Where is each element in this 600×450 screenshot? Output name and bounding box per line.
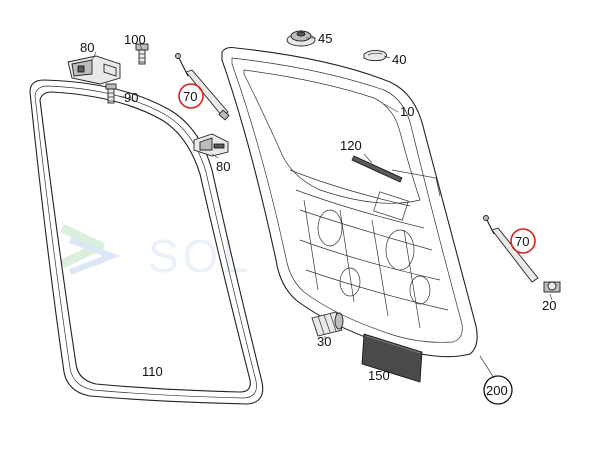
part-150-pad (361, 333, 423, 383)
callout-30: 30 (317, 334, 331, 349)
callout-label: 110 (142, 364, 163, 379)
callout-label: 80 (80, 40, 94, 55)
part-80-latch-bracket (193, 133, 229, 157)
callout-label: 90 (124, 90, 138, 105)
callout-label: 45 (318, 31, 332, 46)
part-40-plug (363, 49, 387, 62)
callout-90: 90 (124, 90, 138, 105)
callout-70-right: 70 (510, 228, 536, 254)
callout-label: 120 (340, 138, 362, 153)
callout-label: 100 (124, 32, 146, 47)
part-10-tailgate (221, 46, 478, 358)
watermark-chevron-icon (68, 237, 121, 275)
callout-label: 20 (542, 298, 556, 313)
callout-110: 110 (142, 364, 163, 379)
part-45-grommet (286, 30, 316, 47)
callout-label: 10 (400, 104, 414, 119)
callout-80-top: 80 (80, 40, 94, 55)
callout-150: 150 (368, 368, 390, 383)
part-80-hinge-bracket (67, 55, 121, 85)
callout-70-left: 70 (178, 83, 204, 109)
red-highlight-circle (510, 228, 536, 254)
red-highlight-circle (178, 83, 204, 109)
callout-label: 70 (183, 89, 197, 104)
callout-10: 10 (400, 104, 414, 119)
callout-200: 200 (483, 375, 513, 405)
watermark-chevron-icon (60, 223, 105, 269)
callout-label: 150 (368, 368, 390, 383)
callout-40: 40 (392, 52, 406, 67)
part-20-ball-stud (543, 281, 561, 293)
part-70-gas-strut-right (483, 215, 539, 283)
callout-label: 80 (216, 159, 230, 174)
callout-label: 70 (515, 234, 529, 249)
part-120-trim-strip (351, 155, 403, 183)
part-90-bolt (105, 83, 117, 104)
callout-20: 20 (542, 298, 556, 313)
leader-lines (91, 37, 553, 379)
part-70-gas-strut-left (175, 53, 230, 121)
callout-label: 200 (486, 383, 508, 398)
part-30-buffer (311, 311, 344, 337)
callout-label: 30 (317, 334, 331, 349)
black-highlight-circle (483, 375, 513, 405)
callout-120: 120 (340, 138, 362, 153)
part-100-bolt (135, 43, 149, 65)
callout-80-middle: 80 (216, 159, 230, 174)
callout-45: 45 (318, 31, 332, 46)
callout-100: 100 (124, 32, 146, 47)
callout-label: 40 (392, 52, 406, 67)
